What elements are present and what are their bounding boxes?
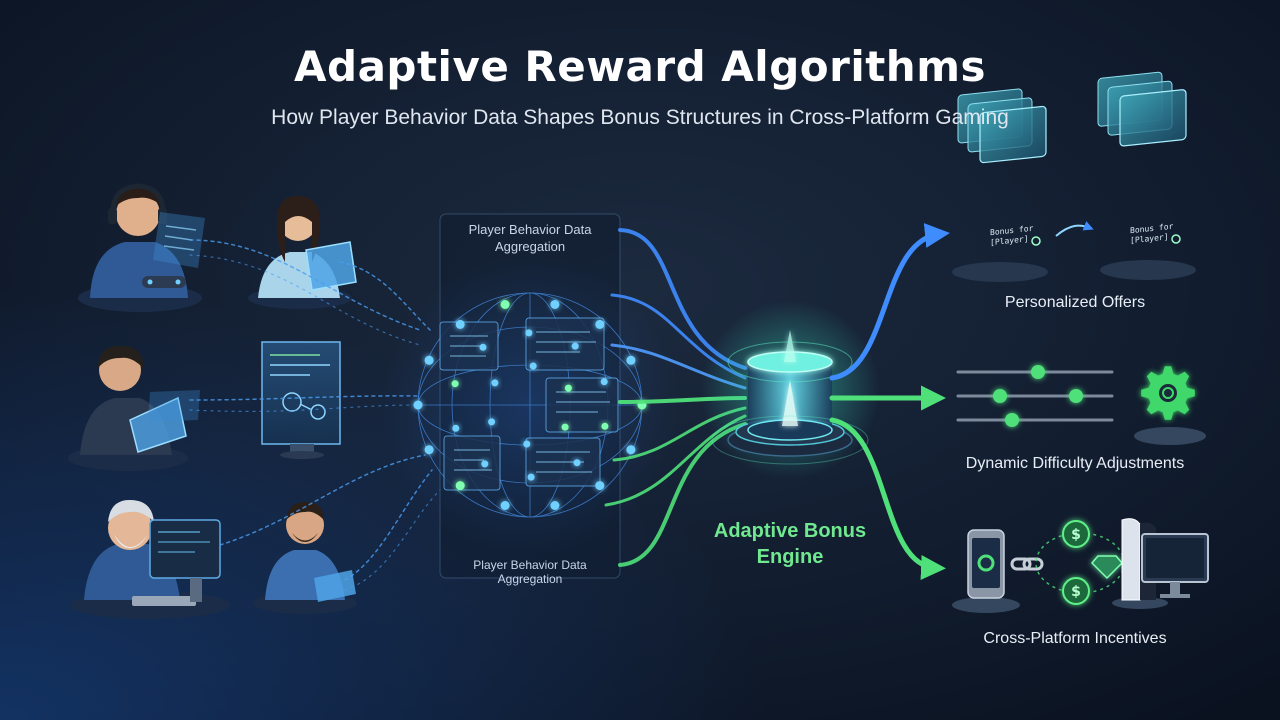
network-node bbox=[626, 445, 636, 455]
coin-icon-top: $ bbox=[1062, 520, 1090, 548]
network-node bbox=[491, 379, 499, 387]
arrow-to-cross-platform-incentives bbox=[829, 417, 946, 580]
network-node bbox=[571, 342, 579, 350]
slider-knob-2 bbox=[993, 389, 1007, 403]
network-node bbox=[527, 473, 535, 481]
adaptive-bonus-engine bbox=[700, 300, 880, 480]
svg-text:$: $ bbox=[1071, 584, 1081, 600]
player-man-tablet bbox=[68, 346, 200, 471]
code-monitor bbox=[261, 341, 341, 459]
network-node bbox=[413, 400, 423, 410]
network-node bbox=[451, 380, 459, 388]
output-label-cross-platform-incentives: Cross-Platform Incentives bbox=[983, 630, 1167, 647]
slider-knob-4 bbox=[1005, 413, 1019, 427]
network-node bbox=[573, 459, 581, 467]
network-node bbox=[601, 422, 609, 430]
smartphone-icon bbox=[952, 529, 1020, 613]
gem-icon bbox=[1090, 555, 1124, 580]
slider-knob-1 bbox=[1031, 365, 1045, 379]
arrow-to-personalized-offers bbox=[829, 223, 950, 381]
player-woman-tablet bbox=[248, 196, 357, 309]
network-node bbox=[550, 300, 560, 309]
difficulty-sliders bbox=[956, 365, 1114, 427]
network-node bbox=[500, 501, 510, 510]
network-node bbox=[481, 460, 489, 468]
slider-knob-3 bbox=[1069, 389, 1083, 403]
network-node bbox=[564, 384, 572, 392]
network-node bbox=[525, 329, 533, 337]
output-label-difficulty-adjustments: Dynamic Difficulty Adjustments bbox=[965, 455, 1185, 472]
network-node bbox=[452, 424, 460, 432]
network-node bbox=[500, 300, 510, 309]
offer-card-stack-before bbox=[952, 88, 1048, 282]
network-node bbox=[550, 501, 560, 510]
coin-icon-bottom: $ bbox=[1062, 577, 1090, 605]
network-node bbox=[523, 440, 531, 448]
network-node bbox=[626, 355, 636, 365]
network-node bbox=[595, 319, 605, 329]
player-man-phone bbox=[253, 502, 357, 614]
network-node bbox=[561, 423, 569, 431]
svg-text:$: $ bbox=[1071, 527, 1081, 543]
offer-transform-arrow bbox=[1055, 221, 1094, 237]
network-node bbox=[595, 481, 605, 491]
offer-card-stack-after bbox=[1097, 71, 1196, 280]
network-screens bbox=[439, 317, 619, 491]
page-title: Adaptive Reward Algorithms bbox=[294, 42, 986, 91]
network-node bbox=[424, 445, 434, 455]
engine-label: Adaptive Bonus Engine bbox=[713, 520, 867, 568]
player-elder-computer bbox=[70, 500, 230, 619]
chain-link-icon bbox=[1010, 557, 1044, 571]
player-gamer-headset bbox=[78, 183, 205, 312]
output-label-personalized-offers: Personalized Offers bbox=[1004, 294, 1146, 311]
network-node bbox=[424, 355, 434, 365]
desktop-monitor-icon bbox=[1141, 533, 1209, 598]
network-node bbox=[600, 378, 608, 386]
network-node bbox=[455, 481, 465, 491]
network-node bbox=[488, 418, 496, 426]
page-subtitle: How Player Behavior Data Shapes Bonus St… bbox=[271, 106, 1009, 129]
network-node bbox=[455, 319, 465, 329]
network-node bbox=[479, 343, 487, 351]
gear-icon bbox=[1134, 366, 1206, 445]
network-node bbox=[529, 362, 537, 370]
aggregation-label-top: Player Behavior Data Aggregation bbox=[468, 222, 592, 254]
network-nodes bbox=[413, 300, 647, 510]
aggregation-label-bottom: Player Behavior Data Aggregation bbox=[473, 558, 587, 586]
